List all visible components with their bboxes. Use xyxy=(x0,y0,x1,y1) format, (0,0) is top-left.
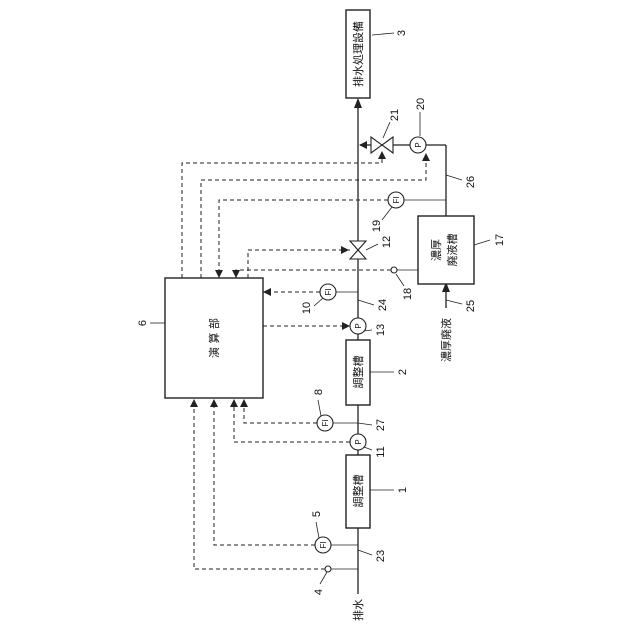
valve-21 xyxy=(371,137,393,153)
svg-text:20: 20 xyxy=(415,98,427,110)
ref-26: 26 xyxy=(446,175,477,188)
svg-text:13: 13 xyxy=(375,324,387,336)
flow-indicator-8: FI xyxy=(317,415,358,431)
svg-text:3: 3 xyxy=(396,30,408,36)
svg-text:19: 19 xyxy=(371,220,383,232)
svg-text:25: 25 xyxy=(465,300,477,312)
pump-20: P xyxy=(410,137,426,153)
concentrated-tank-label-line2: 廃液槽 xyxy=(445,234,459,267)
sensor-4 xyxy=(325,566,358,572)
ref-10: 10 xyxy=(301,298,323,314)
svg-text:27: 27 xyxy=(375,419,387,431)
pump-20-label: P xyxy=(414,142,423,147)
ref-21: 21 xyxy=(383,109,401,138)
concentrated-waste-inlet-label: 濃厚廃液 xyxy=(439,318,453,362)
adjustment-tank-1-label: 調整槽 xyxy=(351,475,365,508)
ref-1: 1 xyxy=(370,487,409,493)
svg-text:24: 24 xyxy=(377,299,389,311)
ref-5: 5 xyxy=(311,511,323,538)
flow-indicator-19-label: FI xyxy=(392,196,401,203)
svg-text:18: 18 xyxy=(402,288,414,300)
flow-indicator-19: FI xyxy=(388,192,446,208)
ref-17: 17 xyxy=(474,234,506,246)
flow-indicator-5: FI xyxy=(315,537,358,553)
treatment-facility-label: 排水処理設備 xyxy=(351,21,365,87)
svg-text:23: 23 xyxy=(375,550,387,562)
ref-12: 12 xyxy=(366,236,393,250)
wastewater-treatment-facility: 排水処理設備 xyxy=(346,10,370,98)
svg-text:21: 21 xyxy=(389,109,401,121)
ref-6: 6 xyxy=(137,320,165,326)
wastewater-inlet-label: 排水 xyxy=(351,599,365,621)
ref-19: 19 xyxy=(371,207,392,232)
ref-25: 25 xyxy=(446,300,477,312)
concentrated-waste-tank: 濃厚 廃液槽 xyxy=(418,216,474,284)
ref-8: 8 xyxy=(313,389,325,416)
ref-24: 24 xyxy=(358,299,389,311)
valve-12 xyxy=(350,241,366,259)
sensor-18 xyxy=(391,267,418,273)
svg-text:5: 5 xyxy=(311,511,323,517)
concentrated-tank-label-line1: 濃厚 xyxy=(429,239,443,261)
svg-text:2: 2 xyxy=(397,369,409,375)
adjustment-tank-2: 調整槽 xyxy=(346,340,370,405)
computing-unit-label: 演 算 部 xyxy=(207,318,221,358)
adjustment-tank-2-label: 調整槽 xyxy=(351,356,365,389)
svg-text:6: 6 xyxy=(137,320,149,326)
pump-11-label: P xyxy=(354,439,363,444)
svg-text:26: 26 xyxy=(465,176,477,188)
svg-text:17: 17 xyxy=(494,234,506,246)
pump-13: P xyxy=(350,318,366,334)
svg-text:10: 10 xyxy=(301,302,313,314)
flow-indicator-10-label: FI xyxy=(324,288,333,295)
ref-18: 18 xyxy=(396,274,414,300)
ref-4: 4 xyxy=(313,572,327,595)
computing-unit: 演 算 部 xyxy=(165,278,263,398)
svg-text:11: 11 xyxy=(375,446,387,457)
pump-13-label: P xyxy=(354,323,363,328)
svg-text:1: 1 xyxy=(397,487,409,493)
flow-indicator-8-label: FI xyxy=(321,419,330,426)
adjustment-tank-1: 調整槽 xyxy=(346,455,370,528)
ref-23: 23 xyxy=(358,550,387,562)
pump-11: P xyxy=(350,434,366,450)
svg-text:8: 8 xyxy=(313,389,325,395)
svg-text:12: 12 xyxy=(381,236,393,248)
svg-text:4: 4 xyxy=(313,589,325,595)
ref-20: 20 xyxy=(415,98,427,136)
ref-27: 27 xyxy=(358,419,387,431)
flow-indicator-10: FI xyxy=(320,284,358,300)
ref-3: 3 xyxy=(372,30,408,36)
ref-13: 13 xyxy=(364,324,387,336)
ref-2: 2 xyxy=(370,369,409,375)
flow-indicator-5-label: FI xyxy=(319,541,328,548)
